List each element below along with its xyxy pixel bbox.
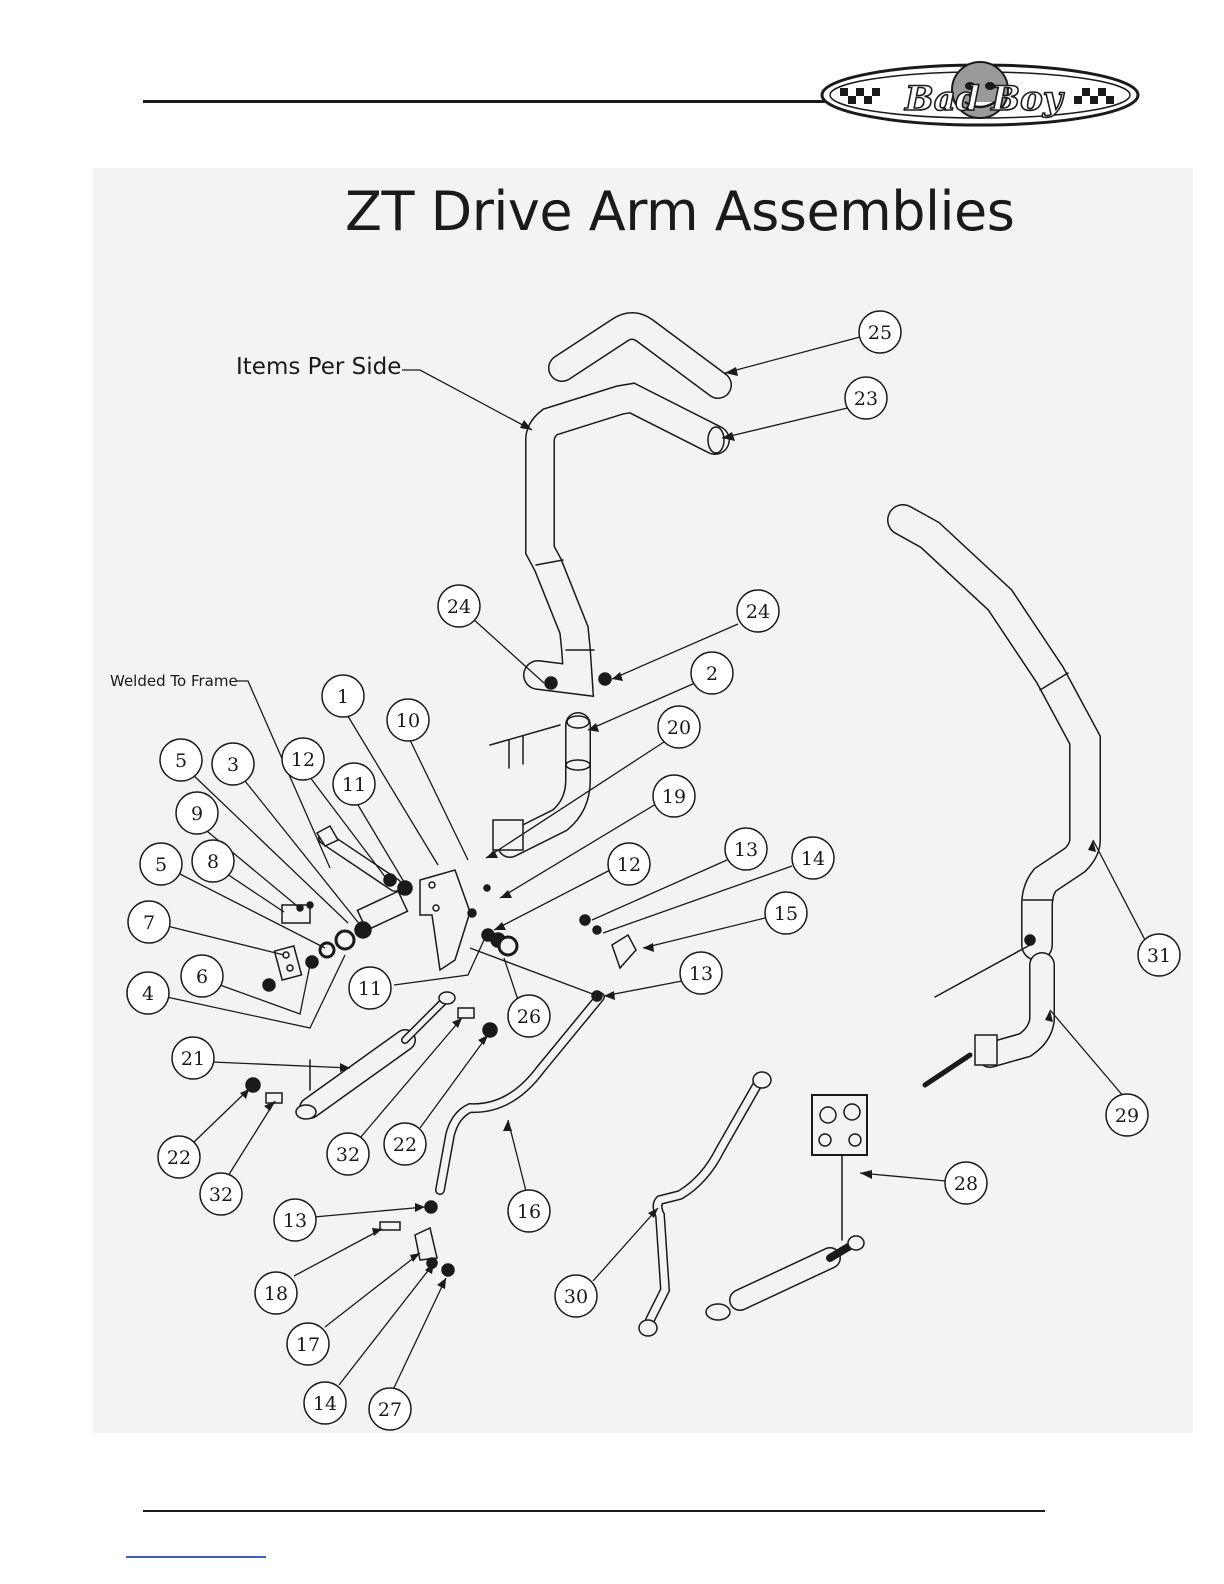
callout-number: 22 [393,1134,417,1156]
callout-number: 31 [1147,945,1171,967]
callout-number: 18 [264,1283,288,1305]
callout-number: 24 [447,596,471,618]
right-shaft-part [925,965,1042,1085]
right-damper-part [706,1236,864,1320]
callout-number: 17 [296,1334,320,1356]
small-bracket-part [282,902,313,923]
callout-32: 32 [327,1133,369,1175]
callout-number: 14 [313,1393,337,1415]
callout-11: 11 [349,967,391,1009]
damper-part [296,992,455,1119]
callout-17: 17 [287,1323,329,1365]
callout-22: 22 [384,1123,426,1165]
callout-number: 14 [801,848,825,870]
callout-number: 2 [706,663,718,685]
callout-6: 6 [181,955,223,997]
callout-9: 9 [176,792,218,834]
callout-5: 5 [140,843,182,885]
callout-number: 6 [196,966,208,988]
callout-14: 14 [304,1382,346,1424]
lower-hardware-part [380,1201,454,1276]
handle-shaft-part [493,716,590,850]
callout-12: 12 [608,843,650,885]
callout-number: 8 [207,851,219,873]
footer-link-underline [126,1556,266,1558]
callout-number: 16 [517,1201,541,1223]
callout-15: 15 [765,892,807,934]
callout-19: 19 [653,775,695,817]
callout-8: 8 [192,840,234,882]
callout-3: 3 [212,743,254,785]
callout-number: 12 [291,749,315,771]
callout-number: 13 [689,963,713,985]
callout-number: 23 [854,388,878,410]
callout-number: 32 [336,1144,360,1166]
callout-number: 15 [774,903,798,925]
callout-number: 30 [564,1286,588,1308]
callout-number: 28 [954,1173,978,1195]
callout-10: 10 [387,699,429,741]
callout-13: 13 [680,952,722,994]
callout-7: 7 [128,901,170,943]
callout-number: 11 [358,978,382,1000]
callout-25: 25 [859,311,901,353]
callout-16: 16 [508,1190,550,1232]
callout-30: 30 [555,1275,597,1317]
callout-number: 25 [868,322,892,344]
callout-20: 20 [658,706,700,748]
right-handle-part [903,520,1085,945]
callout-number: 29 [1115,1105,1139,1127]
callout-number: 7 [143,912,155,934]
callout-number: 21 [181,1048,205,1070]
callout-13: 13 [274,1199,316,1241]
callout-31: 31 [1138,934,1180,976]
callout-22: 22 [158,1136,200,1178]
callout-number: 24 [746,601,770,623]
drive-handle-part [536,398,724,680]
callout-number: 22 [167,1147,191,1169]
callout-number: 4 [142,983,154,1005]
callout-number: 11 [342,774,366,796]
callout-28: 28 [945,1162,987,1204]
callout-11: 11 [333,763,375,805]
callout-32: 32 [200,1173,242,1215]
callout-24: 24 [438,585,480,627]
callout-12: 12 [282,738,324,780]
callout-14: 14 [792,837,834,879]
callout-number: 9 [191,803,203,825]
callout-4: 4 [127,972,169,1014]
callout-number: 32 [209,1184,233,1206]
callout-1: 1 [322,675,364,717]
callout-23: 23 [845,377,887,419]
callout-21: 21 [172,1037,214,1079]
callout-2: 2 [691,652,733,694]
ball-joint-part [580,915,636,968]
callout-13: 13 [725,828,767,870]
callout-number: 3 [227,754,239,776]
bracket-plate-part [263,946,302,991]
callout-number: 13 [283,1210,307,1232]
callout-number: 20 [667,717,691,739]
callout-5: 5 [160,739,202,781]
callout-number: 1 [337,686,349,708]
callout-number: 13 [734,839,758,861]
callout-number: 12 [617,854,641,876]
callout-number: 27 [378,1399,402,1421]
callout-number: 19 [662,786,686,808]
callout-18: 18 [255,1272,297,1314]
callout-number: 26 [517,1006,541,1028]
callout-number: 10 [396,710,420,732]
handle-grip-part [562,326,718,385]
callout-number: 5 [175,750,187,772]
footer-rule [143,1510,1045,1512]
mounting-plate-part [420,870,470,970]
callout-27: 27 [369,1388,411,1430]
callout-24: 24 [737,590,779,632]
callout-number: 5 [155,854,167,876]
callout-29: 29 [1106,1094,1148,1136]
pump-valve-part [812,1095,867,1240]
callout-26: 26 [508,995,550,1037]
